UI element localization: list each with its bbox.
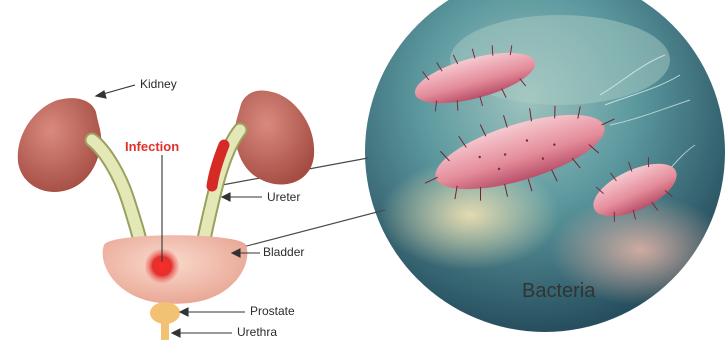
label-bacteria: Bacteria: [522, 280, 595, 303]
bladder: [103, 235, 248, 304]
label-bladder: Bladder: [263, 245, 304, 259]
label-kidney: Kidney: [140, 77, 177, 91]
ureter-left: [92, 140, 142, 250]
label-infection: Infection: [125, 139, 179, 154]
label-prostate: Prostate: [250, 304, 295, 318]
label-urethra: Urethra: [237, 325, 277, 339]
label-ureter: Ureter: [267, 190, 300, 204]
ureter-right: [202, 130, 240, 250]
kidney-right: [235, 91, 314, 185]
